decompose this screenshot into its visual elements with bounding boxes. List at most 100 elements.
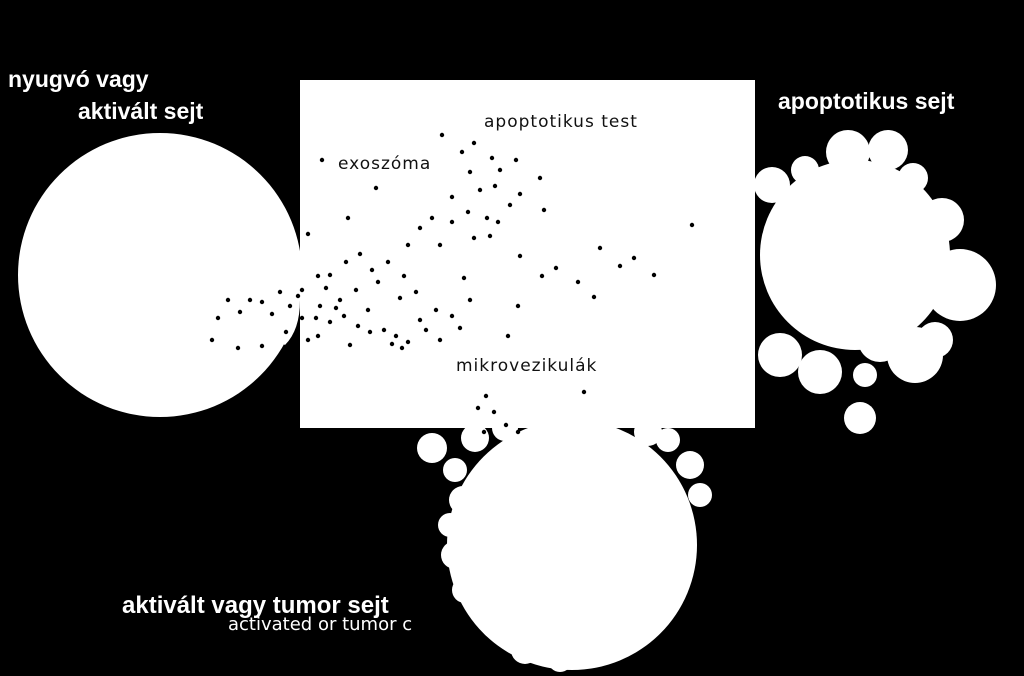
particle-dot <box>341 313 347 319</box>
label-apoptotic-cell: apoptotikus sejt <box>778 88 955 114</box>
particle-dot <box>365 307 371 313</box>
particle-dot <box>689 222 695 228</box>
particle-dot <box>487 233 493 239</box>
label-apoptotic-body: apoptotikus test <box>484 112 638 132</box>
particle-dot <box>305 231 311 237</box>
particle-dot <box>405 242 411 248</box>
particle-dot <box>517 253 523 259</box>
particle-dot <box>277 289 283 295</box>
particle-dot <box>299 287 305 293</box>
label-exosome: exoszóma <box>338 154 432 174</box>
particle-dot <box>513 157 519 163</box>
particle-dot <box>495 219 501 225</box>
particle-dot <box>315 273 321 279</box>
particle-dot <box>507 202 513 208</box>
particle-dot <box>515 303 521 309</box>
particle-dot <box>489 155 495 161</box>
particle-dot <box>449 313 455 319</box>
label-resting-cell-line2: aktivált sejt <box>78 98 204 124</box>
particle-dot <box>461 275 467 281</box>
particle-dot <box>467 297 473 303</box>
particle-dot <box>477 187 483 193</box>
particle-dot <box>437 337 443 343</box>
particle-dot <box>369 267 375 273</box>
particle-dot <box>375 279 381 285</box>
particle-dot <box>381 327 387 333</box>
particle-dot <box>429 215 435 221</box>
particle-dot <box>505 333 511 339</box>
particle-dot <box>357 251 363 257</box>
particle-dot <box>389 341 395 347</box>
particle-dots <box>209 132 695 435</box>
particle-dot <box>405 339 411 345</box>
particle-dot <box>581 389 587 395</box>
particle-dot <box>492 183 498 189</box>
resting-cell <box>18 133 302 417</box>
particle-dot <box>353 287 359 293</box>
particle-dot <box>327 319 333 325</box>
particle-dot <box>483 393 489 399</box>
particle-dot <box>355 323 361 329</box>
particle-dot <box>215 315 221 321</box>
particle-dot <box>299 315 305 321</box>
particle-dot <box>291 343 297 349</box>
particle-dot <box>209 337 215 343</box>
particle-dot <box>327 272 333 278</box>
particle-dot <box>484 215 490 221</box>
label-resting-cell-line1: nyugvó vagy <box>8 66 149 92</box>
particle-dot <box>417 225 423 231</box>
particle-dot <box>437 242 443 248</box>
particle-dot <box>417 317 423 323</box>
particle-dot <box>337 297 343 303</box>
particle-dot <box>347 342 353 348</box>
particle-dot <box>475 405 481 411</box>
particle-dot <box>553 265 559 271</box>
particle-dot <box>439 132 445 138</box>
particle-dot <box>433 307 439 313</box>
particle-dot <box>345 215 351 221</box>
particle-dot <box>315 333 321 339</box>
particle-dot <box>397 295 403 301</box>
particle-dot <box>323 285 329 291</box>
particle-dot <box>457 325 463 331</box>
particle-dot <box>313 315 319 321</box>
label-microvesicles: mikrovezikulák <box>456 356 598 376</box>
apoptotic-cell-cluster <box>754 130 996 434</box>
particle-dot <box>449 194 455 200</box>
particle-dot <box>399 345 405 351</box>
particle-dot <box>317 303 323 309</box>
particle-dot <box>343 259 349 265</box>
label-tumor-cell-en: activated or tumor c <box>228 614 413 634</box>
particle-dot <box>305 337 311 343</box>
particle-dot <box>471 235 477 241</box>
particle-dot <box>591 294 597 300</box>
particle-dot <box>617 263 623 269</box>
particle-dot <box>385 259 391 265</box>
particle-dot <box>503 422 509 428</box>
particle-dot <box>295 293 301 299</box>
particle-dot <box>449 219 455 225</box>
particle-dot <box>247 297 253 303</box>
particle-dot <box>269 311 275 317</box>
particle-dot <box>423 327 429 333</box>
particle-dot <box>459 149 465 155</box>
particle-dot <box>401 273 407 279</box>
particle-dot <box>575 279 581 285</box>
particle-dot <box>259 343 265 349</box>
particle-dot <box>481 429 487 435</box>
particle-dot <box>283 329 289 335</box>
particle-dot <box>373 185 379 191</box>
particle-dot <box>319 157 325 163</box>
particle-dot <box>515 429 521 435</box>
particle-dot <box>333 305 339 311</box>
particle-dot <box>497 167 503 173</box>
particle-dot <box>537 175 543 181</box>
particle-dot <box>467 169 473 175</box>
particle-dot <box>413 289 419 295</box>
particle-dot <box>597 245 603 251</box>
particle-dot <box>651 272 657 278</box>
label-tumor-cell: aktivált vagy tumor sejt <box>122 592 389 619</box>
particle-dot <box>491 409 497 415</box>
particle-dot <box>539 273 545 279</box>
tumor-cell-cluster <box>417 415 712 672</box>
